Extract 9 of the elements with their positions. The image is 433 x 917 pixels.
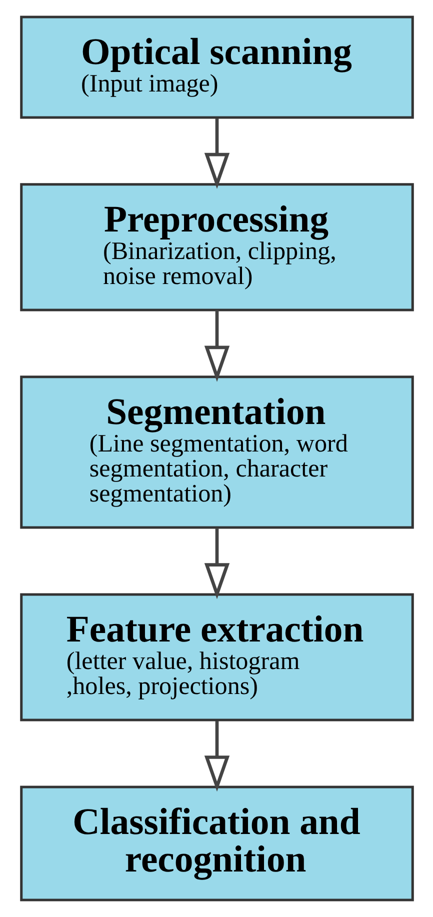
arrow [204,720,230,792]
node-box: Optical scanning (Input image) [20,16,414,119]
node-box: Feature extraction (letter value, histogram ,holes, projections) [20,593,414,722]
arrow [204,118,230,189]
arrow [204,310,230,382]
node-box: Preprocessing (Binarization, clipping, noise removal) [20,183,414,312]
arrow [204,528,230,600]
node-box: Classification and recognition [20,786,414,902]
node-box: Segmentation (Line segmentation, word segmentation, character segmentation) [20,376,414,529]
